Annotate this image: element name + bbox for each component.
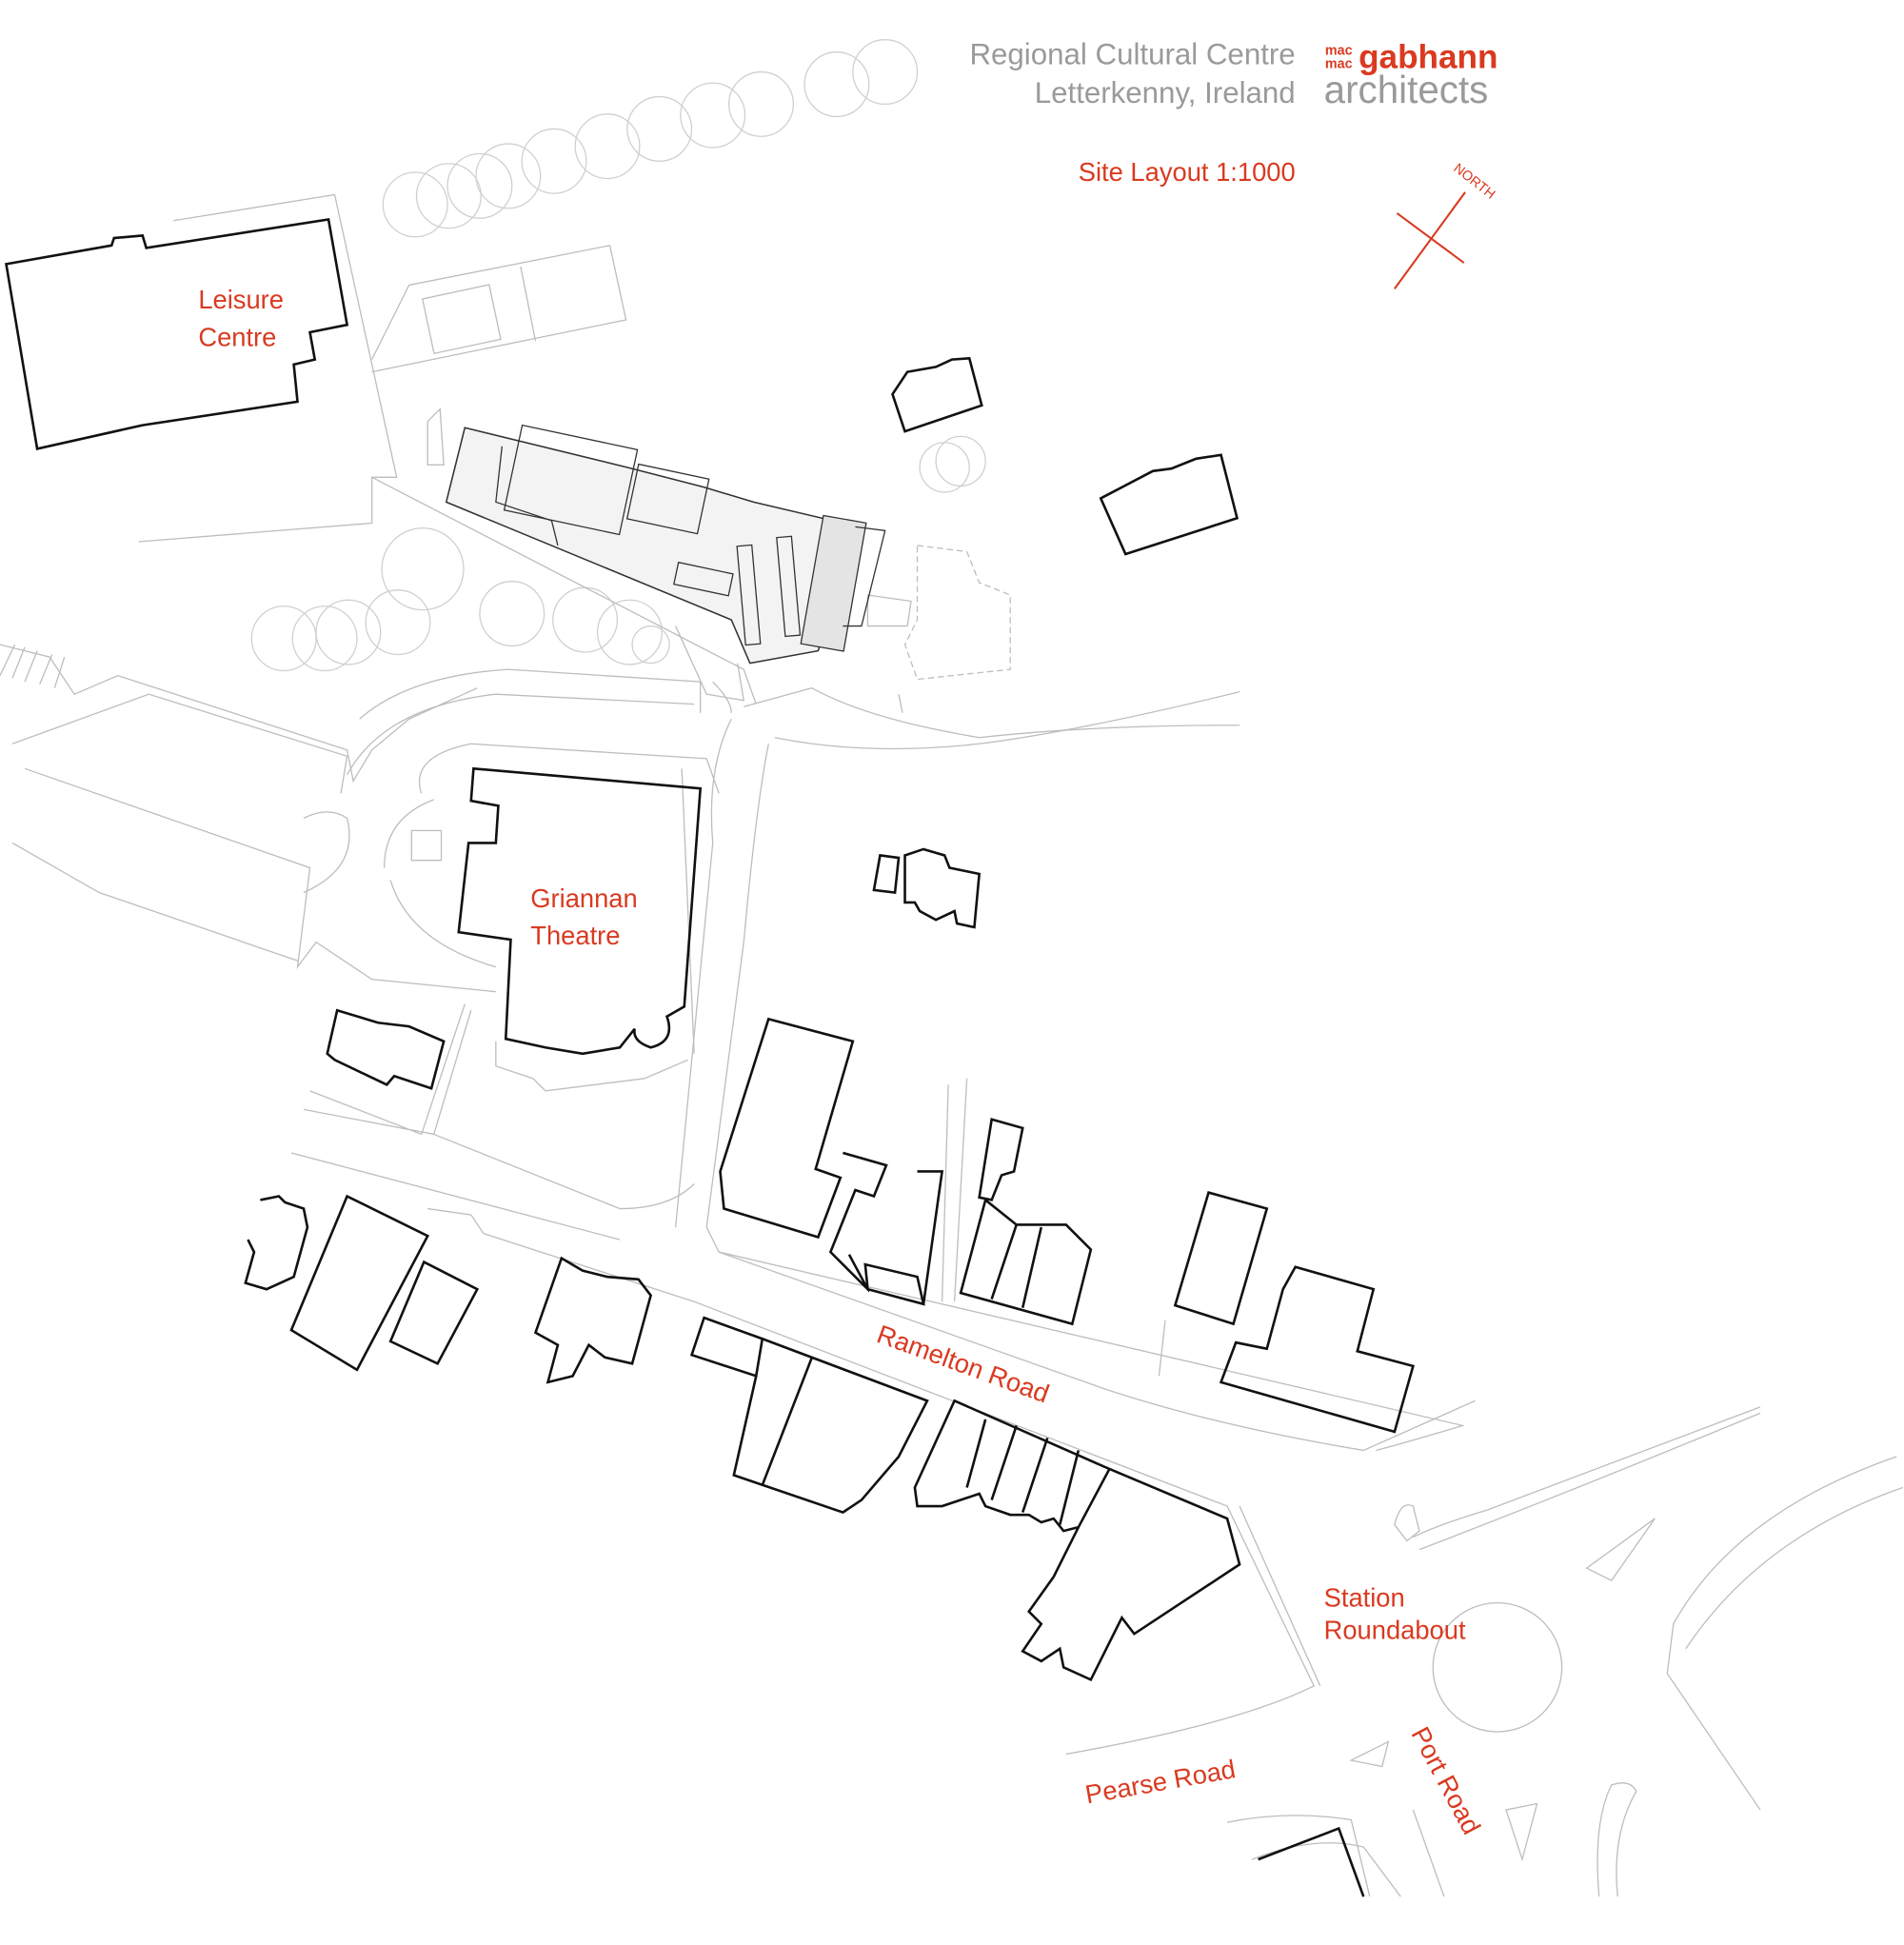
label-griannan-theatre-2: Theatre xyxy=(530,921,620,950)
north-arrow-icon: NORTH xyxy=(1394,161,1498,290)
north-label: NORTH xyxy=(1451,161,1498,203)
logo-prefix-1: mac xyxy=(1325,43,1353,58)
label-leisure-centre-2: Centre xyxy=(198,322,276,351)
logo-name: gabhann xyxy=(1359,39,1497,76)
drawing-title: Site Layout 1:1000 xyxy=(1079,157,1296,187)
project-name: Regional Cultural Centre xyxy=(969,38,1295,71)
context-lines xyxy=(0,193,1903,1897)
cultural-centre-building xyxy=(445,424,886,702)
trees xyxy=(250,39,986,672)
label-ramelton-road: Ramelton Road xyxy=(873,1319,1053,1408)
label-leisure-centre-1: Leisure xyxy=(198,285,284,314)
label-pearse-road: Pearse Road xyxy=(1083,1754,1238,1809)
logo-sub: architects xyxy=(1324,68,1489,111)
label-griannan-theatre-1: Griannan xyxy=(530,883,637,913)
leisure-centre-building xyxy=(5,218,349,450)
project-location: Letterkenny, Ireland xyxy=(1035,76,1296,109)
architect-logo: mac mac gabhann architects xyxy=(1324,39,1498,111)
label-station-roundabout-1: Station xyxy=(1324,1583,1405,1613)
griannan-theatre-building xyxy=(457,766,703,1056)
logo-prefix-2: mac xyxy=(1325,57,1353,72)
label-station-roundabout-2: Roundabout xyxy=(1324,1615,1466,1644)
buildings xyxy=(5,218,1415,1897)
